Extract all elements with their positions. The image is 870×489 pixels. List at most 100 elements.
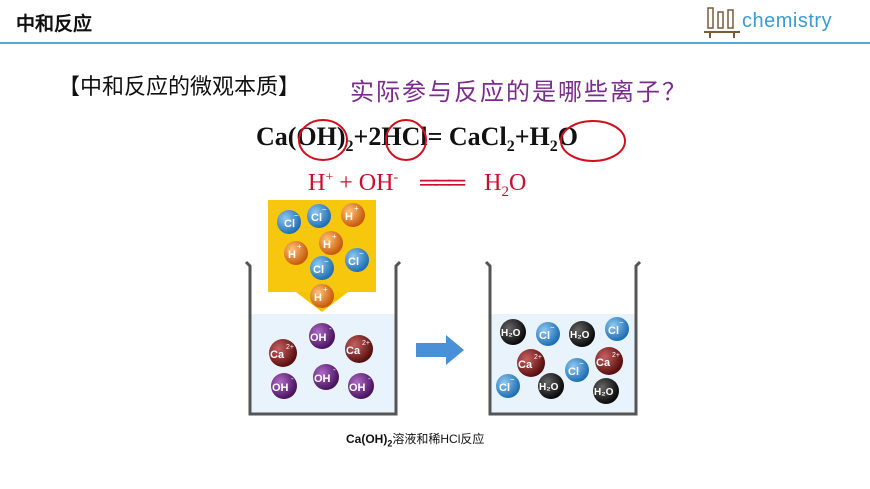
ionic-equals: ═══ (420, 170, 465, 196)
particle-cl: Cl− (277, 210, 301, 234)
particle-ca: Ca2+ (517, 349, 545, 377)
diagram-caption: Ca(OH)2溶液和稀HCl反应 (346, 430, 484, 448)
ionic-oh: OH (358, 170, 394, 196)
particle-h: H+ (341, 203, 365, 227)
header-divider (0, 42, 870, 44)
svg-text:+: + (297, 242, 302, 251)
ionic-h-charge: + (325, 170, 334, 185)
svg-text:+: + (354, 204, 359, 213)
eq-part2: +2HCl= CaCl (353, 122, 507, 151)
svg-text:H₂O: H₂O (594, 387, 614, 398)
slide-title: 中和反应 (16, 14, 93, 35)
svg-text:−: − (579, 359, 584, 368)
logo-text: chemistry (742, 10, 833, 32)
ionic-plus: + (333, 170, 359, 196)
ionic-h: H (308, 170, 326, 196)
eq-sub1: 2 (345, 138, 354, 156)
particle-oh: OH- (309, 323, 335, 349)
svg-text:Ca: Ca (596, 357, 611, 369)
particle-cl: Cl− (565, 358, 589, 382)
svg-text:H: H (323, 239, 331, 251)
svg-text:Cl: Cl (313, 264, 324, 276)
particle-ca: Ca2+ (269, 339, 297, 367)
svg-text:+: + (323, 285, 328, 294)
svg-text:OH: OH (349, 382, 366, 394)
particle-water: H₂O (593, 378, 619, 404)
svg-text:−: − (510, 375, 515, 384)
particle-cl: Cl− (307, 204, 331, 228)
particle-ca: Ca2+ (595, 347, 623, 375)
caption-part1: Ca(OH) (346, 432, 388, 446)
particle-h: H+ (284, 241, 308, 265)
particle-cl: Cl− (605, 317, 629, 341)
svg-text:−: − (322, 205, 327, 214)
particle-h: H+ (319, 231, 343, 255)
svg-text:-: - (333, 365, 336, 374)
highlight-h-circle (385, 119, 427, 161)
caption-part2: 溶液和稀HCl反应 (392, 432, 485, 446)
svg-text:2+: 2+ (362, 340, 370, 347)
svg-text:H: H (345, 211, 353, 223)
slide-header: 中和反应 chemistry (0, 0, 870, 42)
svg-text:−: − (359, 249, 364, 258)
svg-text:H₂O: H₂O (570, 330, 590, 341)
svg-text:−: − (324, 257, 329, 266)
particle-cl: Cl− (345, 248, 369, 272)
svg-text:Cl: Cl (348, 256, 359, 268)
particle-water: H₂O (500, 319, 526, 345)
molecular-equation: Ca(OH)2+2HCl= CaCl2+H2O (256, 122, 578, 156)
ionic-water-o: O (509, 170, 527, 196)
particle-oh: OH- (271, 373, 297, 399)
svg-text:Ca: Ca (518, 359, 533, 371)
svg-text:H: H (288, 249, 296, 261)
svg-text:-: - (291, 374, 294, 383)
eq-part4: O (557, 122, 578, 151)
particle-oh: OH- (313, 364, 339, 390)
eq-sub3: 2 (549, 138, 558, 156)
ionic-water-h: H (484, 170, 502, 196)
svg-text:2+: 2+ (286, 344, 294, 351)
svg-text:Ca: Ca (346, 345, 361, 357)
particle-water: H₂O (569, 321, 595, 347)
svg-text:−: − (619, 318, 624, 327)
highlight-oh-circle (298, 119, 348, 161)
particle-cl: Cl− (310, 256, 334, 280)
highlight-water-circle (560, 120, 626, 162)
svg-text:Cl: Cl (608, 325, 619, 337)
particle-oh: OH- (348, 373, 374, 399)
particle-cl: Cl− (496, 374, 520, 398)
svg-text:+: + (332, 232, 337, 241)
svg-text:Ca: Ca (270, 349, 285, 361)
svg-text:H₂O: H₂O (539, 382, 559, 393)
caption-sub: 2 (387, 438, 393, 449)
section-title: 【中和反应的微观本质】 (58, 74, 301, 99)
reaction-arrow (416, 335, 464, 365)
ionic-oh-charge: - (393, 170, 399, 185)
svg-text:H: H (314, 292, 322, 304)
svg-text:-: - (368, 374, 371, 383)
ionic-equation: H+ + OH-═══H2O (308, 170, 526, 201)
svg-text:OH: OH (272, 382, 289, 394)
svg-text:Cl: Cl (284, 218, 295, 230)
eq-sub2: 2 (506, 138, 515, 156)
svg-text:H₂O: H₂O (501, 328, 521, 339)
svg-text:2+: 2+ (612, 352, 620, 359)
lab-flask-icon (704, 7, 740, 38)
particle-water: H₂O (538, 373, 564, 399)
question-text: 实际参与反应的是哪些离子？ (350, 79, 688, 106)
svg-text:2+: 2+ (534, 354, 542, 361)
svg-text:-: - (329, 324, 332, 333)
svg-text:OH: OH (314, 373, 331, 385)
svg-text:Cl: Cl (499, 382, 510, 394)
svg-text:−: − (294, 211, 299, 220)
eq-part3: +H (514, 122, 550, 151)
particle-h: H+ (310, 284, 334, 308)
particle-ca: Ca2+ (345, 335, 373, 363)
ionic-water-sub: 2 (501, 183, 510, 200)
svg-text:OH: OH (310, 332, 327, 344)
particle-cl: Cl− (536, 322, 560, 346)
chemistry-logo: chemistry (702, 4, 862, 40)
svg-text:Cl: Cl (311, 212, 322, 224)
svg-text:Cl: Cl (539, 330, 550, 342)
